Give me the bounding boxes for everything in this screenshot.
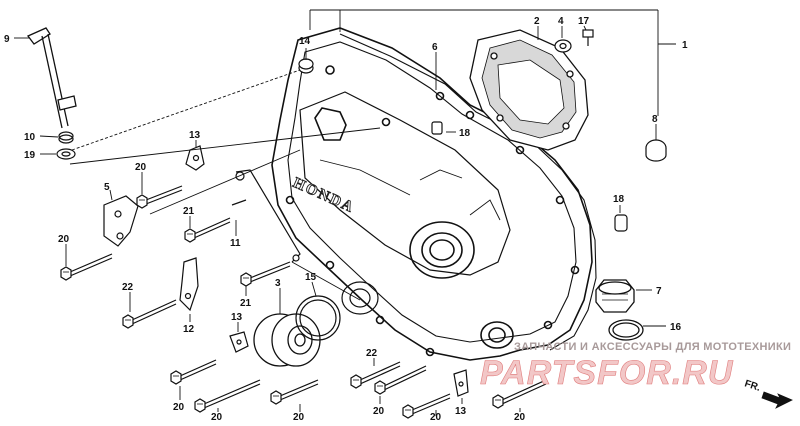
label-22-a: 22 xyxy=(122,282,134,293)
arrow-icon xyxy=(761,391,793,409)
dowel-pin-18-upper xyxy=(431,121,443,135)
label-20-c: 20 xyxy=(173,402,185,413)
bolts xyxy=(60,185,547,419)
label-8: 8 xyxy=(652,114,658,125)
seal-boss xyxy=(341,281,379,315)
label-13-lower: 13 xyxy=(455,406,467,417)
label-13-mid: 13 xyxy=(231,312,243,323)
grommet-4 xyxy=(554,39,572,53)
clamp-12 xyxy=(179,257,199,312)
label-20-a: 20 xyxy=(135,162,147,173)
oil-seal-10 xyxy=(58,131,74,144)
label-2: 2 xyxy=(534,16,540,27)
clamp-13-lower xyxy=(453,369,469,397)
label-5: 5 xyxy=(104,182,110,193)
label-17: 17 xyxy=(578,16,590,27)
clamp-13-mid xyxy=(229,331,249,353)
screw-17 xyxy=(582,29,594,46)
label-21-a: 21 xyxy=(183,206,195,217)
label-11: 11 xyxy=(230,238,241,249)
bracket-5 xyxy=(103,195,139,247)
svg-text:HONDA: HONDA xyxy=(290,175,357,216)
watermark-caption: ЗАПЧАСТИ И АКСЕССУАРЫ ДЛЯ МОТОТЕХНИКИ xyxy=(514,341,791,353)
cap-8 xyxy=(645,139,667,162)
label-13-upper: 13 xyxy=(189,130,201,141)
label-21-b: 21 xyxy=(240,298,252,309)
label-1: 1 xyxy=(682,40,688,51)
label-12: 12 xyxy=(183,324,195,335)
label-16: 16 xyxy=(670,322,682,333)
label-4: 4 xyxy=(558,16,564,27)
label-20-d: 20 xyxy=(211,412,223,423)
honda-emblem: HONDA xyxy=(290,175,358,217)
o-ring-16 xyxy=(608,319,644,341)
label-20-b: 20 xyxy=(58,234,70,245)
label-19: 19 xyxy=(24,150,36,161)
part-number-labels: 1 2 3 4 5 6 7 8 9 10 11 12 13 13 13 14 1… xyxy=(4,16,688,423)
o-ring-15 xyxy=(295,295,341,341)
label-20-f: 20 xyxy=(373,406,385,417)
cable-guide-11 xyxy=(231,169,301,263)
right-crankcase-cover xyxy=(271,27,593,361)
watermark: ЗАПЧАСТИ И АКСЕССУАРЫ ДЛЯ МОТОТЕХНИКИ PA… xyxy=(480,341,791,392)
grommet-14 xyxy=(298,58,314,74)
label-14: 14 xyxy=(299,36,311,47)
pulser-cover xyxy=(469,29,589,151)
label-20-e: 20 xyxy=(293,412,305,423)
label-3: 3 xyxy=(275,278,281,289)
label-20-h: 20 xyxy=(514,412,526,423)
shift-shaft-9 xyxy=(26,27,77,129)
label-10: 10 xyxy=(24,132,36,143)
oil-filler-cap-7 xyxy=(595,279,635,313)
svg-text:FR.: FR. xyxy=(743,378,762,394)
label-20-g: 20 xyxy=(430,412,442,423)
label-18-right: 18 xyxy=(613,194,625,205)
clamp-13-upper xyxy=(185,145,205,171)
label-18-upper: 18 xyxy=(459,128,471,139)
leader-lines xyxy=(14,9,676,416)
watermark-brand: PARTSFOR.RU xyxy=(480,354,734,392)
label-9: 9 xyxy=(4,34,10,45)
washer-19 xyxy=(56,148,76,160)
front-direction-arrow: FR. xyxy=(743,378,793,409)
label-15: 15 xyxy=(305,272,317,283)
label-6: 6 xyxy=(432,42,438,53)
plug-cap-3 xyxy=(253,313,321,367)
label-22-b: 22 xyxy=(366,348,378,359)
dowel-pin-18-right xyxy=(614,214,628,232)
label-7: 7 xyxy=(656,286,662,297)
